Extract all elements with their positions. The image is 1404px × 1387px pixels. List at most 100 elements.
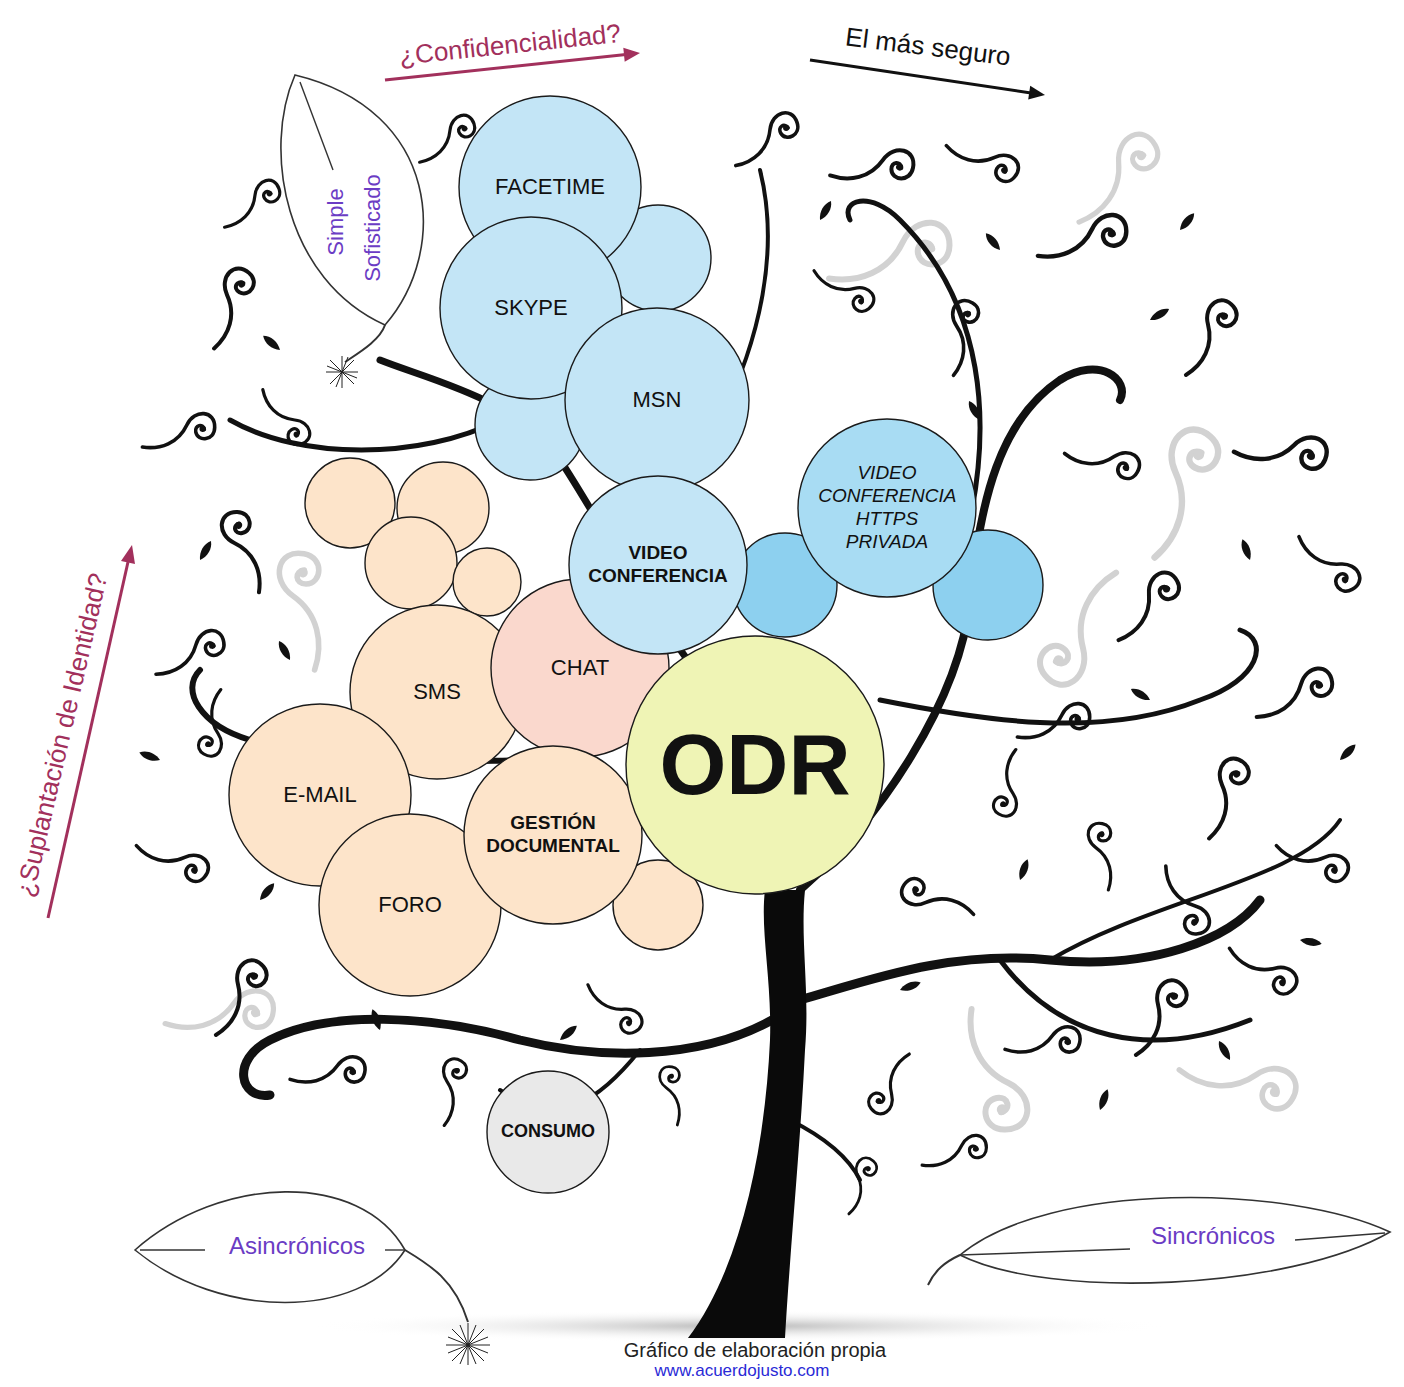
label-holder: Gráfico de elaboración propia: [624, 1338, 886, 1362]
bubble-label: CHAT: [551, 655, 609, 681]
branch-curl: [1017, 687, 1093, 758]
branch: [244, 1019, 772, 1095]
bubble-text-group: MSN: [633, 387, 682, 413]
bubble-circle: [319, 814, 501, 996]
branch-curl: [185, 263, 274, 348]
bubble-label: VIDEO CONFERENCIA: [588, 542, 727, 588]
bubble-text-group: FACETIME: [495, 174, 605, 200]
bubble-text-group: VIDEO CONFERENCIA HTTPS PRIVADA: [818, 462, 956, 553]
bubble-text-group: VIDEO CONFERENCIA: [588, 542, 727, 588]
bubble-text-group: SKYPE: [494, 295, 567, 321]
bubble-label: CONSUMO: [501, 1121, 595, 1143]
bubble-text-group: CONSUMO: [501, 1121, 595, 1143]
bubble-circle: [569, 476, 747, 654]
small-leaf: [1239, 538, 1254, 561]
annotation-label: www.acuerdojusto.com: [655, 1361, 830, 1380]
bubble-label: SMS: [413, 679, 461, 705]
small-leaf: [1299, 936, 1322, 947]
bubble-text-group: FORO: [378, 892, 442, 918]
branch-curl: [588, 977, 644, 1039]
branch: [230, 420, 500, 450]
branch-curl: [736, 113, 798, 166]
branch-curl: [974, 750, 1046, 821]
annotation-label: Gráfico de elaboración propia: [624, 1339, 886, 1361]
leaf-vein: [385, 1249, 405, 1250]
small-leaf: [261, 333, 283, 353]
branch-curl: [156, 622, 226, 685]
bubble-text-group: CHAT: [551, 655, 609, 681]
bubble-circle: [464, 746, 642, 924]
branch-curl: [263, 390, 310, 445]
annotation-label: Asincrónicos: [229, 1232, 365, 1259]
branch-curl: [1065, 419, 1145, 500]
branch-curl: [857, 1054, 925, 1117]
small-leaf: [369, 1008, 384, 1031]
bubble-node: CONSUMO: [486, 1070, 610, 1194]
bubble-label: MSN: [633, 387, 682, 413]
label-holder: www.acuerdojusto.com: [655, 1361, 830, 1381]
faint-curl: [936, 1009, 1054, 1136]
branch-curl: [1068, 819, 1136, 890]
annotation-label: ¿Confidencialidad?: [398, 18, 623, 71]
annotation-label: Sincrónicos: [1151, 1222, 1275, 1249]
bubble-label: GESTIÓN DOCUMENTAL: [486, 812, 620, 858]
branch-curl: [922, 1121, 990, 1184]
arrow-head: [121, 545, 135, 564]
branch-curl: [1234, 402, 1334, 500]
branch: [1050, 820, 1340, 960]
branch-curl: [828, 1154, 890, 1214]
bubble-circle: [565, 308, 749, 492]
branch-curl: [946, 119, 1023, 199]
branch-curl: [1230, 930, 1301, 1006]
tree-branches: [192, 170, 1340, 1180]
branch-curl: [196, 956, 281, 1035]
small-leaf: [1177, 211, 1197, 233]
small-leaf: [1216, 1039, 1233, 1062]
arrow-head: [623, 48, 640, 62]
seed-tuft: [326, 356, 358, 388]
annotation-label: ¿Suplantación de Identidad?: [10, 570, 114, 899]
label-holder: ¿Confidencialidad?: [398, 18, 623, 72]
branch-curl: [204, 507, 283, 592]
faint-curl: [1066, 131, 1167, 222]
branch-curl: [1116, 976, 1201, 1055]
annotation-label: Sofisticado: [360, 174, 385, 282]
branch-curl: [1180, 753, 1269, 838]
small-leaf: [558, 1023, 580, 1043]
seed-tuft: [446, 1323, 490, 1365]
label-holder: Asincrónicos: [229, 1232, 365, 1261]
faint-curl: [165, 957, 281, 1068]
branch-curl: [225, 180, 280, 227]
annotation-label: Simple: [323, 188, 348, 255]
bubble-label: SKYPE: [494, 295, 567, 321]
small-leaf: [899, 979, 922, 994]
branch-curl: [1257, 659, 1335, 729]
branch-curl: [1038, 195, 1131, 282]
label-holder: El más seguro: [844, 21, 1013, 72]
bubble-circle: [626, 636, 884, 894]
branch-curl: [136, 819, 213, 899]
faint-curl: [1108, 421, 1250, 557]
bubble-text-group: GESTIÓN DOCUMENTAL: [486, 812, 620, 858]
branch-curls: [136, 113, 1361, 1214]
leaf-stem: [928, 1255, 960, 1285]
small-leaves: [138, 199, 1358, 1111]
small-leaf: [257, 881, 277, 903]
branch-curl: [1166, 296, 1251, 375]
small-leaf: [983, 231, 1003, 253]
bubble-node: VIDEO CONFERENCIA: [568, 475, 748, 655]
branch-curl: [830, 125, 919, 210]
leaf-vein: [960, 1249, 1130, 1255]
bubble-label: FACETIME: [495, 174, 605, 200]
label-holder: Sincrónicos: [1151, 1222, 1275, 1251]
bubble-circle: [487, 1071, 609, 1193]
branch-curl: [1005, 1004, 1085, 1081]
annotation-label: El más seguro: [844, 21, 1013, 71]
label-holder: ¿Suplantación de Identidad?: [10, 570, 115, 900]
small-leaf: [1129, 686, 1152, 703]
empty-bubble: [453, 548, 521, 616]
branch-curl: [414, 1054, 486, 1125]
